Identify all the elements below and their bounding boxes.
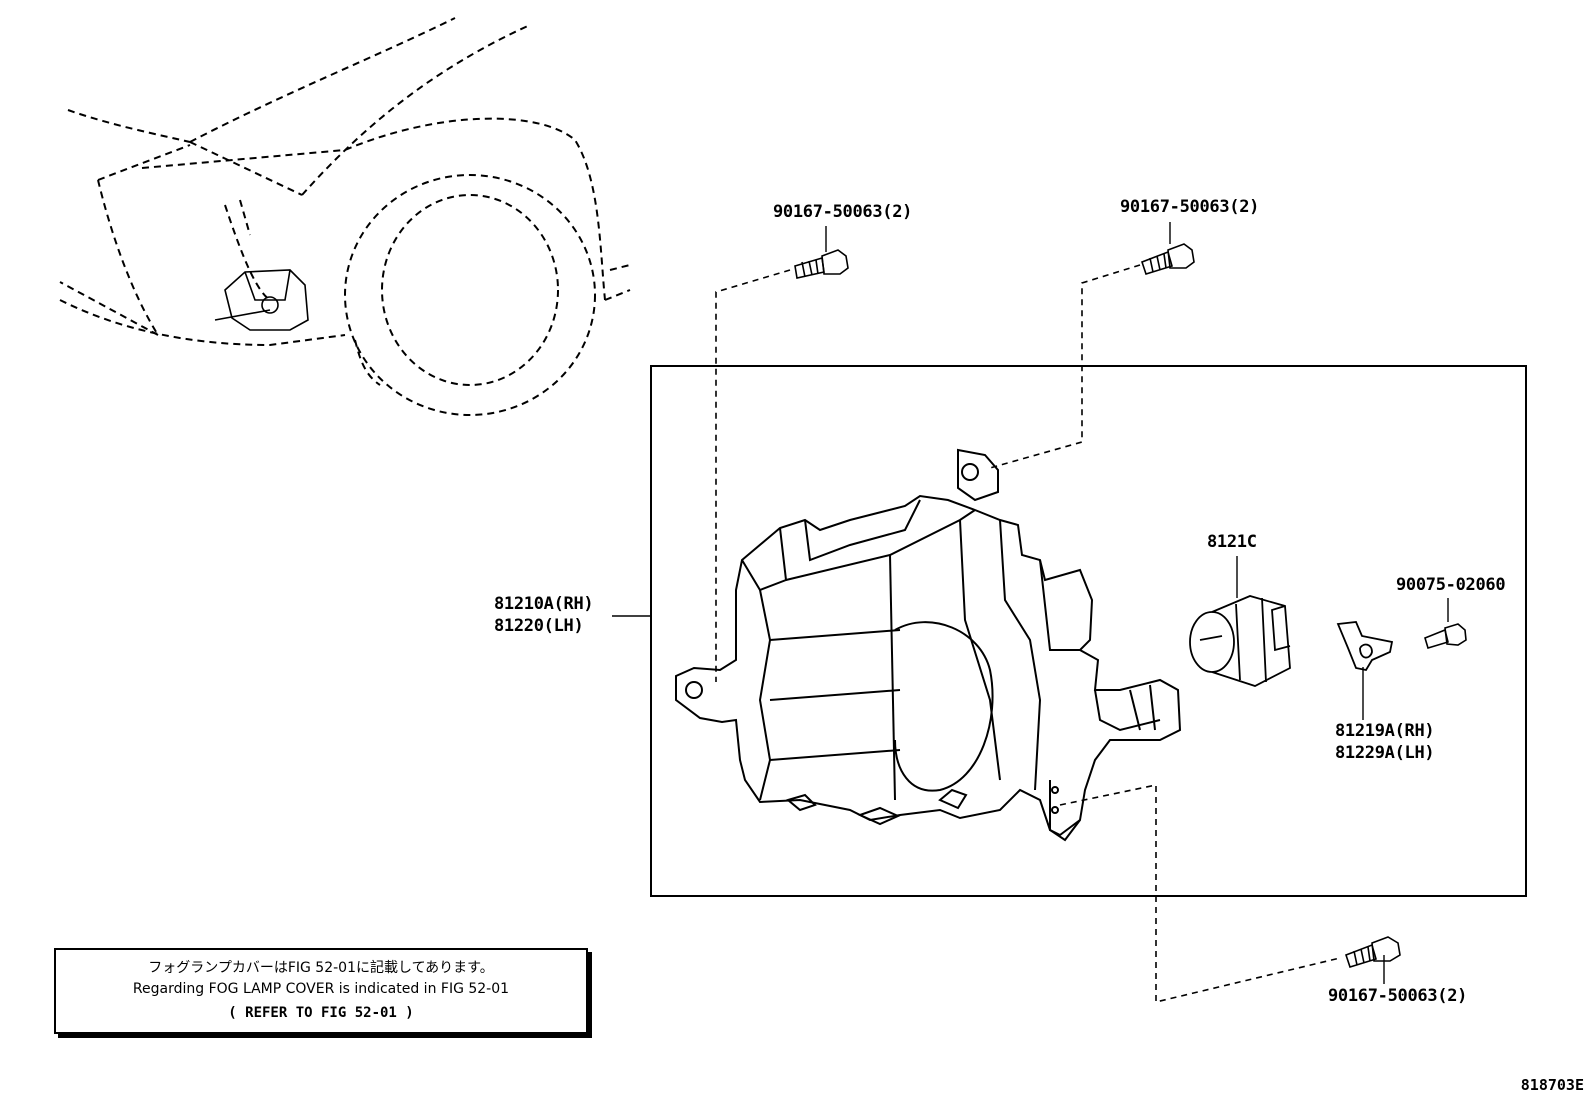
assembly-frame [650,365,1527,897]
callout-bulb: 8121C [1207,532,1257,552]
bulb-socket-icon [1189,595,1291,687]
bracket-clip-icon [1336,621,1394,672]
figure-id: 818703E [1520,1076,1584,1094]
callout-bolt-bottom-right: 90167-50063(2) [1328,986,1468,1006]
callout-housing-lh: 81220(LH) [494,616,584,636]
bolt-icon [1344,936,1401,968]
car-fog-lamp-location [214,269,309,331]
note-reference: ( REFER TO FIG 52-01 ) [228,1005,414,1021]
fog-lamp-housing [675,448,1182,842]
car-overview [59,17,631,416]
callout-bolt-top-right: 90167-50063(2) [1120,197,1260,217]
note-english: Regarding FOG LAMP COVER is indicated in… [132,981,510,997]
callout-bracket-lh: 81229A(LH) [1335,743,1435,763]
bolt-icon [794,249,849,279]
note-box: フォグランプカバーはFIG 52-01に記載してあります。 Regarding … [54,948,588,1034]
screw-icon [1424,623,1467,649]
callout-housing-rh: 81210A(RH) [494,594,594,614]
callout-bolt-top-left: 90167-50063(2) [773,202,913,222]
note-japanese: フォグランプカバーはFIG 52-01に記載してあります。 [148,960,494,976]
callout-screw: 90075-02060 [1396,575,1506,595]
bolt-icon [1140,243,1195,275]
leader-lines [715,264,1341,1004]
callout-bracket-rh: 81219A(RH) [1335,721,1435,741]
